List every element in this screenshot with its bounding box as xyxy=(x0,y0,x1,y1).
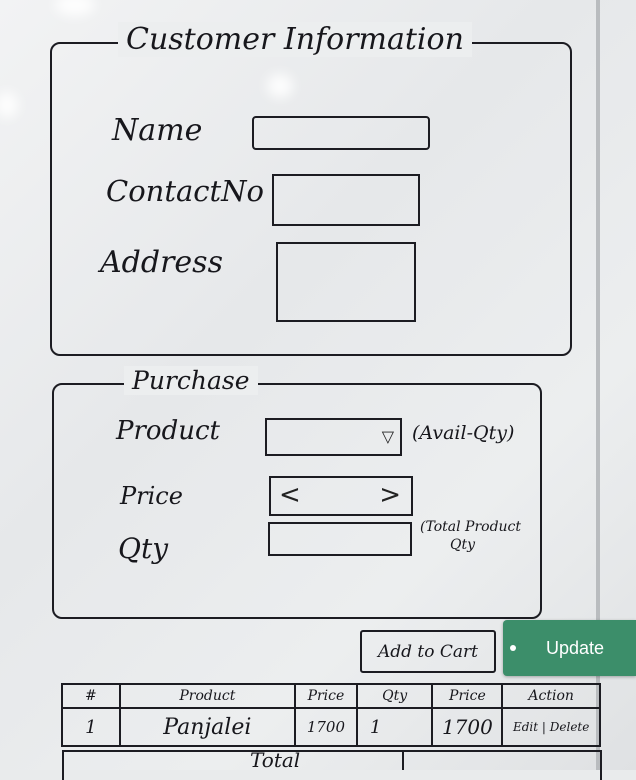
cell-total-price: 1700 xyxy=(431,707,504,747)
total-product-qty-note: (Total Product Qty xyxy=(420,518,521,554)
update-button-label: Update xyxy=(546,637,605,658)
total-divider xyxy=(402,750,404,770)
cell-qty: 1 xyxy=(355,707,434,747)
table-row: 1 Panjalei 1700 1 1700 Edit | Delete xyxy=(61,707,601,747)
name-label: Name xyxy=(112,113,203,148)
contact-no-label: ContactNo xyxy=(106,174,264,208)
dropdown-arrow-icon: ▽ xyxy=(381,427,394,446)
customer-information-legend: Customer Information xyxy=(118,22,472,57)
total-bar xyxy=(62,750,602,780)
column-header-total-price: Price xyxy=(431,683,504,709)
qty-label: Qty xyxy=(118,532,169,565)
light-glare xyxy=(0,92,18,118)
column-header-product: Product xyxy=(118,683,297,709)
price-label: Price xyxy=(120,482,183,510)
price-stepper[interactable]: < > xyxy=(269,476,413,516)
name-input[interactable] xyxy=(252,116,430,150)
cell-action-edit-delete[interactable]: Edit | Delete xyxy=(501,707,601,747)
chevron-right-icon[interactable]: > xyxy=(379,480,401,510)
light-glare xyxy=(55,0,95,16)
contact-no-input[interactable] xyxy=(272,174,420,226)
column-header-price: Price xyxy=(294,683,358,709)
total-product-note-line: (Total Product xyxy=(420,519,522,535)
update-button[interactable]: Update xyxy=(503,620,636,676)
cart-table: # Product Price Qty Price Action 1 Panja… xyxy=(61,683,601,747)
avail-qty-note: (Avail-Qty) xyxy=(412,422,515,444)
purchase-section xyxy=(52,383,542,619)
cart-table-header-row: # Product Price Qty Price Action xyxy=(61,683,601,709)
cell-product: Panjalei xyxy=(118,707,297,747)
product-label: Product xyxy=(116,416,220,446)
cell-number: 1 xyxy=(61,707,121,747)
purchase-legend: Purchase xyxy=(124,366,258,395)
board-frame xyxy=(596,0,600,770)
cell-price: 1700 xyxy=(294,707,358,747)
total-product-note-line: Qty xyxy=(450,537,476,553)
bullet-dot-icon xyxy=(510,645,516,651)
qty-input[interactable] xyxy=(268,522,412,556)
total-label: Total xyxy=(250,748,301,772)
address-label: Address xyxy=(100,245,223,280)
column-header-number: # xyxy=(61,683,121,709)
product-dropdown[interactable]: ▽ xyxy=(265,418,402,456)
address-textarea[interactable] xyxy=(276,242,416,322)
add-to-cart-button[interactable]: Add to Cart xyxy=(360,630,496,673)
column-header-action: Action xyxy=(501,683,601,709)
light-glare xyxy=(267,74,293,98)
column-header-qty: Qty xyxy=(355,683,434,709)
chevron-left-icon[interactable]: < xyxy=(279,480,301,510)
